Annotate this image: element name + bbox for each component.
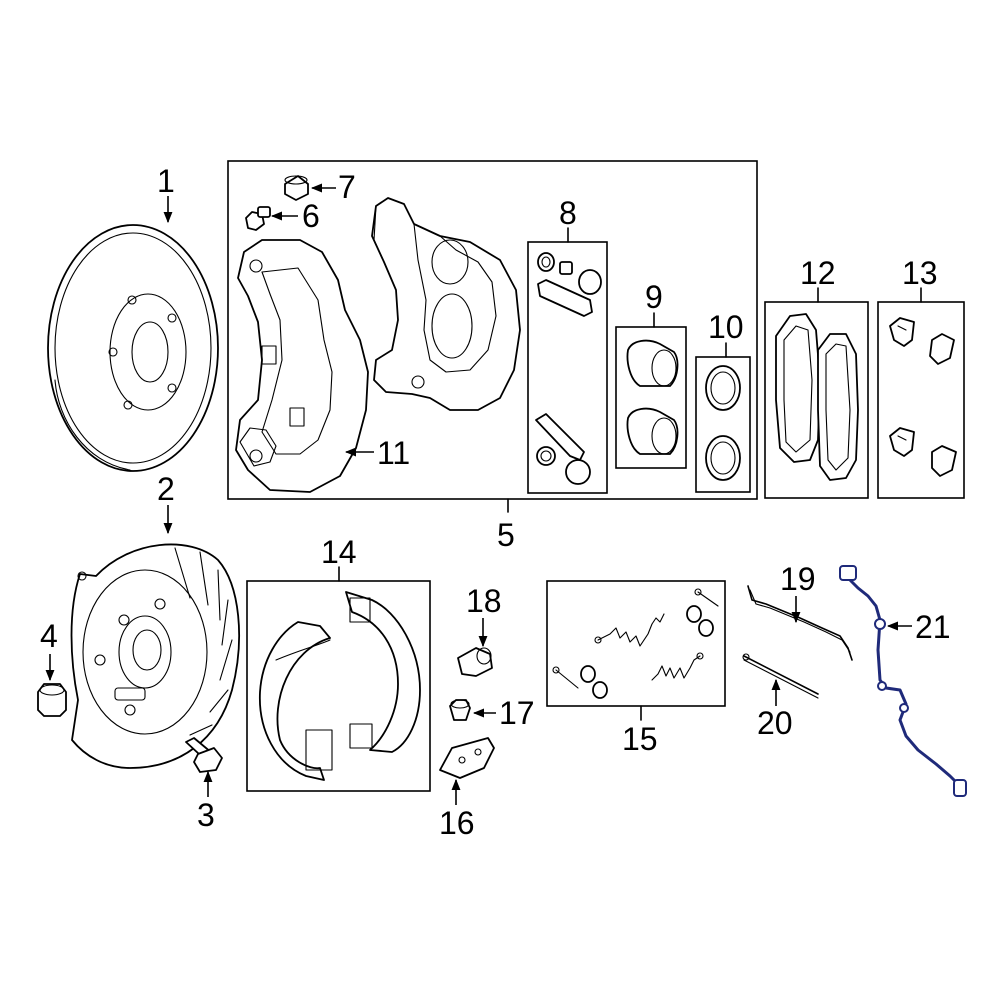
callout-11[interactable]: 11 xyxy=(377,435,410,471)
part-14-parking-brake-shoes[interactable] xyxy=(259,591,421,781)
part-21-wheel-speed-sensor[interactable] xyxy=(839,565,967,797)
part-3-bolt[interactable] xyxy=(185,737,223,773)
part-7-dust-cap[interactable] xyxy=(284,175,309,201)
box-9-pistons xyxy=(615,326,687,469)
callout-15[interactable]: 15 xyxy=(622,721,658,757)
callout-17[interactable]: 17 xyxy=(499,695,535,731)
callout-18[interactable]: 18 xyxy=(466,583,502,619)
callout-16[interactable]: 16 xyxy=(439,805,475,841)
callout-13[interactable]: 13 xyxy=(902,255,938,291)
box-12-brake-pads xyxy=(764,301,869,499)
part-16-bracket[interactable] xyxy=(439,737,495,779)
box-10-seals xyxy=(695,356,751,493)
box-5-caliper-assembly xyxy=(227,160,758,500)
callout-9[interactable]: 9 xyxy=(645,279,663,315)
callout-10[interactable]: 10 xyxy=(708,309,744,345)
callout-2[interactable]: 2 xyxy=(157,471,175,507)
part-13-pad-clips[interactable] xyxy=(889,317,957,477)
callout-1[interactable]: 1 xyxy=(157,163,175,199)
part-4-nut[interactable] xyxy=(37,683,67,717)
part-1-brake-rotor[interactable] xyxy=(47,224,219,472)
part-18-adjuster[interactable] xyxy=(457,647,493,677)
callout-6[interactable]: 6 xyxy=(302,198,320,234)
part-20-sensor-bracket[interactable] xyxy=(742,653,819,699)
part-6-bleeder-screw[interactable] xyxy=(245,206,271,231)
callout-3[interactable]: 3 xyxy=(197,797,215,833)
part-2-backing-plate[interactable] xyxy=(70,543,240,769)
part-10-seals[interactable] xyxy=(705,365,741,481)
callout-21[interactable]: 21 xyxy=(915,609,951,645)
callout-19[interactable]: 19 xyxy=(780,561,816,597)
part-11-caliper-bracket[interactable] xyxy=(235,239,369,493)
part-12-brake-pads[interactable] xyxy=(775,313,859,481)
callout-4[interactable]: 4 xyxy=(40,618,58,654)
part-19-sensor-cable[interactable] xyxy=(747,585,853,661)
callout-7[interactable]: 7 xyxy=(338,169,356,205)
callout-12[interactable]: 12 xyxy=(800,255,836,291)
callout-8[interactable]: 8 xyxy=(559,195,577,231)
box-15-hardware-kit xyxy=(546,580,726,707)
part-17-fitting[interactable] xyxy=(449,699,471,721)
part-15-hardware-kit[interactable] xyxy=(552,588,719,699)
caliper-housing[interactable] xyxy=(371,197,521,411)
callout-14[interactable]: 14 xyxy=(321,534,357,570)
callout-5[interactable]: 5 xyxy=(497,517,515,553)
part-8-guide-pin-kit[interactable] xyxy=(535,252,602,485)
callout-20[interactable]: 20 xyxy=(757,705,793,741)
part-9-pistons[interactable] xyxy=(626,339,679,455)
